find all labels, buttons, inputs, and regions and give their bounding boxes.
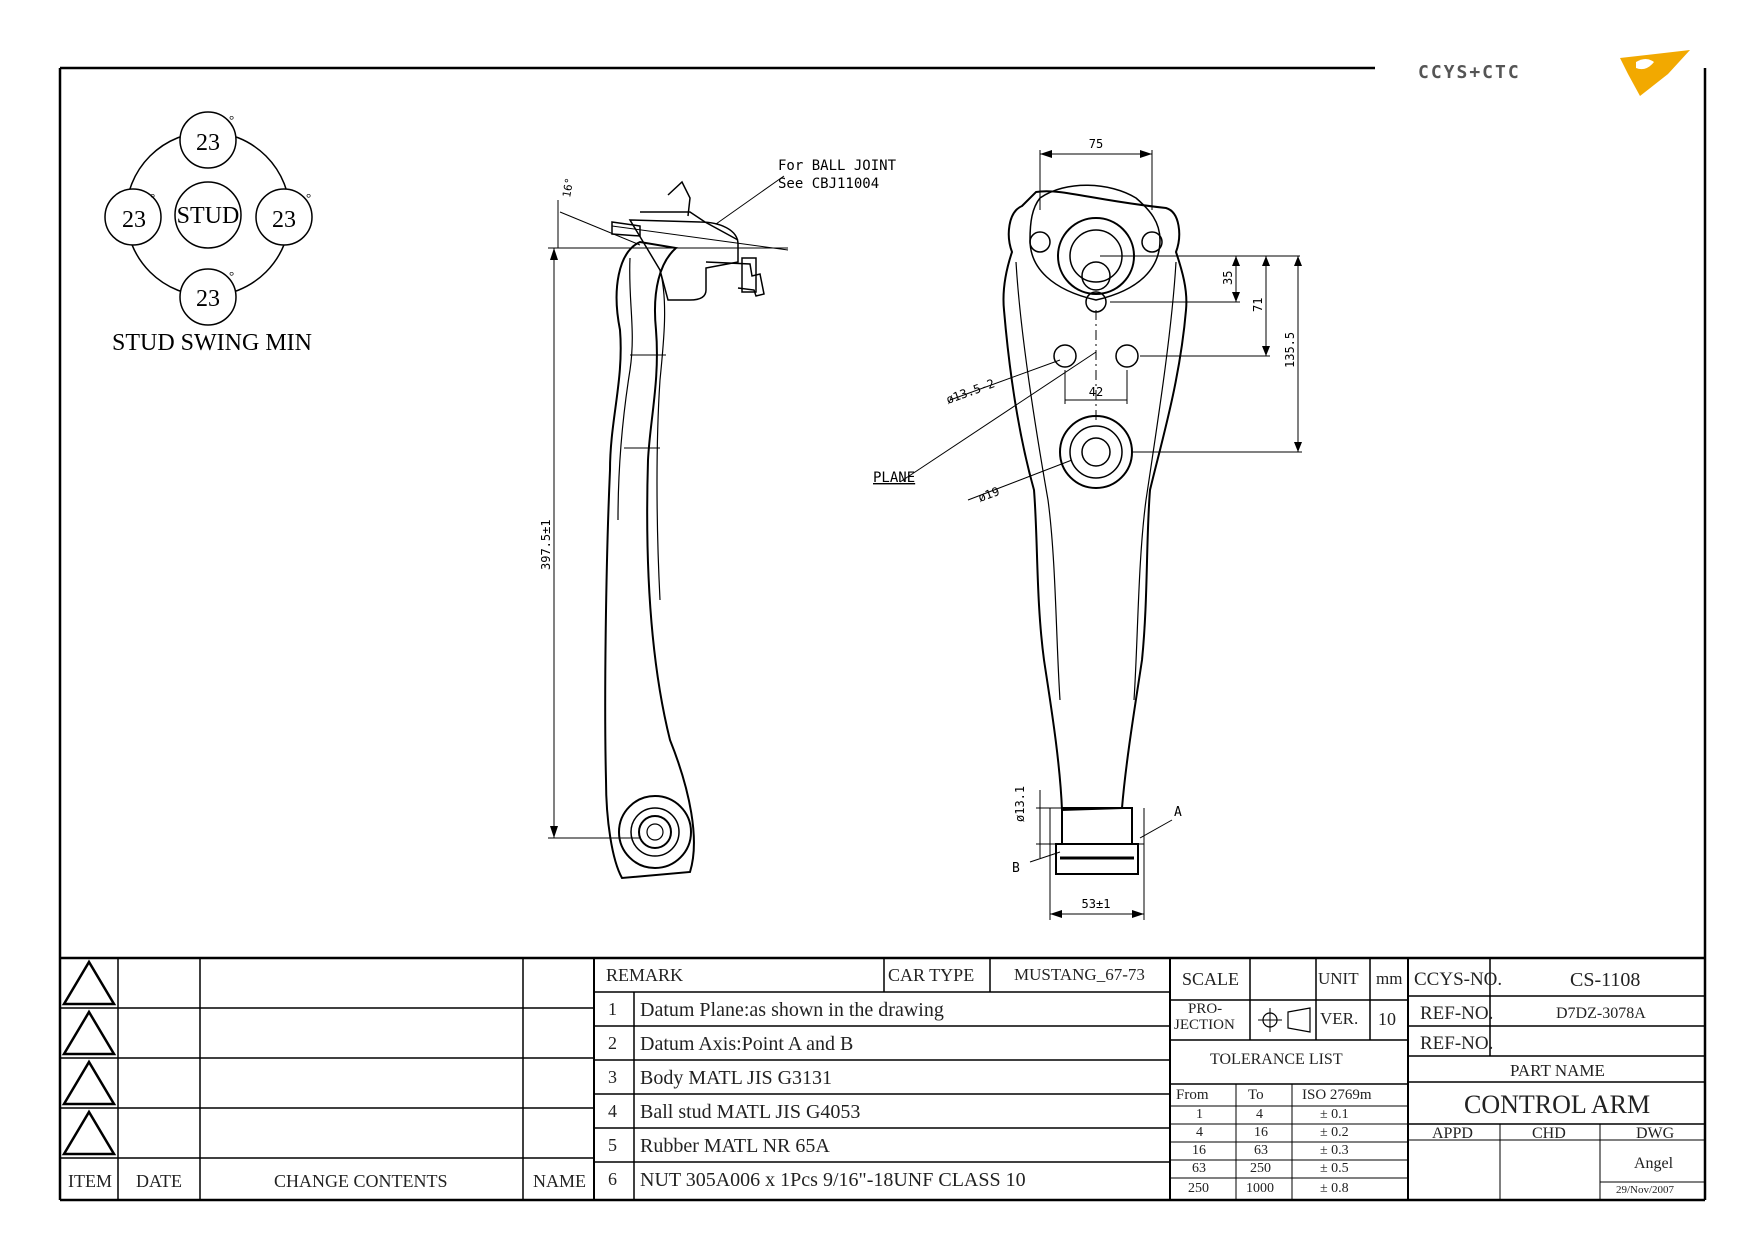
dim-width-75: 75 <box>1089 137 1103 151</box>
swing-angle-left: 23 <box>122 207 146 233</box>
swing-angle-top: 23 <box>196 130 220 156</box>
revision-triangle-icon <box>61 959 117 1156</box>
stud-angle-dim: 16° <box>560 177 576 199</box>
dim-71: 71 <box>1251 298 1265 312</box>
degree-mark-bottom: ° <box>229 268 234 283</box>
datum-point-a: A <box>1174 805 1182 820</box>
ball-joint-note-line2: See CBJ11004 <box>778 176 879 192</box>
side-view: For BALL JOINT See CBJ11004 16° 397.5±1 <box>539 158 897 880</box>
swing-angle-bottom: 23 <box>196 286 220 312</box>
ball-joint-note-line1: For BALL JOINT <box>778 158 897 174</box>
dim-hole-spacing: 42 <box>1089 385 1103 399</box>
dim-bore: ø19 <box>976 484 1001 505</box>
title-block-grid <box>60 956 1705 1200</box>
degree-mark-right: ° <box>306 190 311 205</box>
overall-length-dim: 397.5±1 <box>539 519 553 570</box>
stud-swing-diagram: 23 23 23 23 ° ° ° ° STUD STUD SWING MIN <box>104 111 313 356</box>
front-view: 75 35 71 135.5 ø13.5-2 42 PLANE ø19 ø13.… <box>873 137 1302 920</box>
dim-bushing-width: 53±1 <box>1082 897 1111 911</box>
dim-135: 135.5 <box>1283 332 1297 368</box>
swing-center-label: STUD <box>177 203 240 229</box>
dim-bushing-diameter: ø13.1 <box>1013 786 1027 822</box>
datum-plane-label: PLANE <box>873 470 915 486</box>
brand-logo-icon <box>1418 50 1690 96</box>
degree-mark-top: ° <box>229 112 234 127</box>
degree-mark-left: ° <box>150 190 155 205</box>
swing-angle-right: 23 <box>272 207 296 233</box>
datum-point-b: B <box>1012 861 1020 876</box>
dim-35: 35 <box>1221 271 1235 285</box>
swing-caption: STUD SWING MIN <box>112 330 312 356</box>
dim-small-hole: ø13.5-2 <box>944 376 996 406</box>
